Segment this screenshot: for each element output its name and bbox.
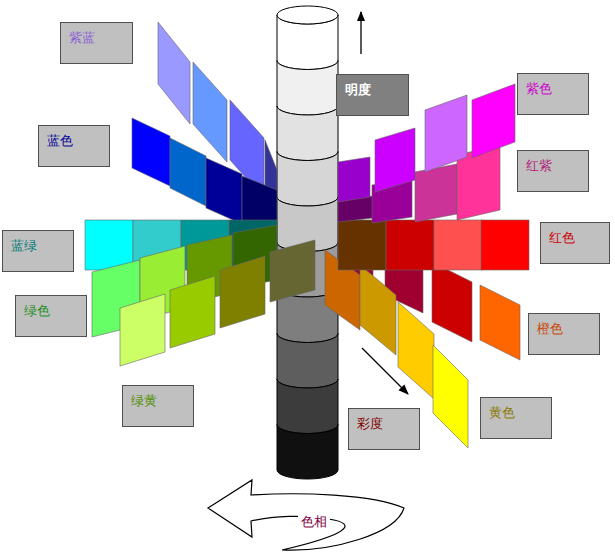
color-chip [338,220,386,270]
value-label-box: 明度 [336,74,409,116]
color-chip [434,220,482,270]
node-text: 黄色 [489,405,515,421]
color-chip [220,256,265,328]
node-text: 蓝色 [47,133,73,149]
hue-label-box: 紫色 [517,73,589,115]
color-chip [85,220,133,270]
node-text: 绿黄 [131,393,157,409]
node-text: 蓝绿 [11,238,37,254]
color-chips [85,22,529,448]
color-chip [270,240,315,302]
hue-label-box: 橙色 [528,313,600,355]
chroma-arrow [362,348,408,394]
value-arrow [360,12,361,54]
hue-label-box: 绿黄 [122,385,194,427]
node-text: 彩度 [357,416,383,432]
color-chip [375,128,415,192]
value-band [277,152,338,207]
color-chip [170,138,206,206]
hue-label-box: 蓝色 [38,125,110,167]
value-band [277,106,338,161]
color-chip [360,265,396,355]
value-band [277,334,338,389]
hue-label-box: 绿色 [15,295,87,337]
hue-label-box: 紫蓝 [60,22,133,64]
color-chip [480,285,520,360]
chroma-label-box: 彩度 [348,408,420,450]
color-chip [132,118,170,186]
color-chip [433,345,468,448]
node-text: 紫色 [526,81,552,97]
hue-arrow [208,480,404,550]
node-text: 绿色 [24,303,50,319]
color-chip [472,84,515,158]
color-chip [481,220,529,270]
node-text: 橙色 [537,321,563,337]
node-text: 紫蓝 [69,30,95,46]
hue-label-box: 红色 [540,222,610,264]
color-chip [386,220,434,270]
cylinder-top [277,6,338,24]
node-text: 明度 [345,82,371,98]
color-chip [432,262,472,342]
color-chip [193,62,227,162]
color-chip [415,164,457,222]
color-chip [170,276,215,348]
value-band [277,379,338,434]
color-chip [206,158,242,224]
hue-label-box: 蓝绿 [2,230,74,272]
node-text: 红紫 [526,158,552,174]
value-band [277,425,338,480]
hue-label-box: 黄色 [480,397,552,439]
axis-label: 色相 [298,514,330,530]
color-chip [120,294,165,366]
color-chip [158,22,190,124]
color-chip [338,157,370,202]
value-band [277,61,338,116]
hue-label-box: 红紫 [517,150,589,192]
color-chip [425,95,467,172]
node-text: 红色 [549,230,575,246]
color-chip [398,302,434,399]
